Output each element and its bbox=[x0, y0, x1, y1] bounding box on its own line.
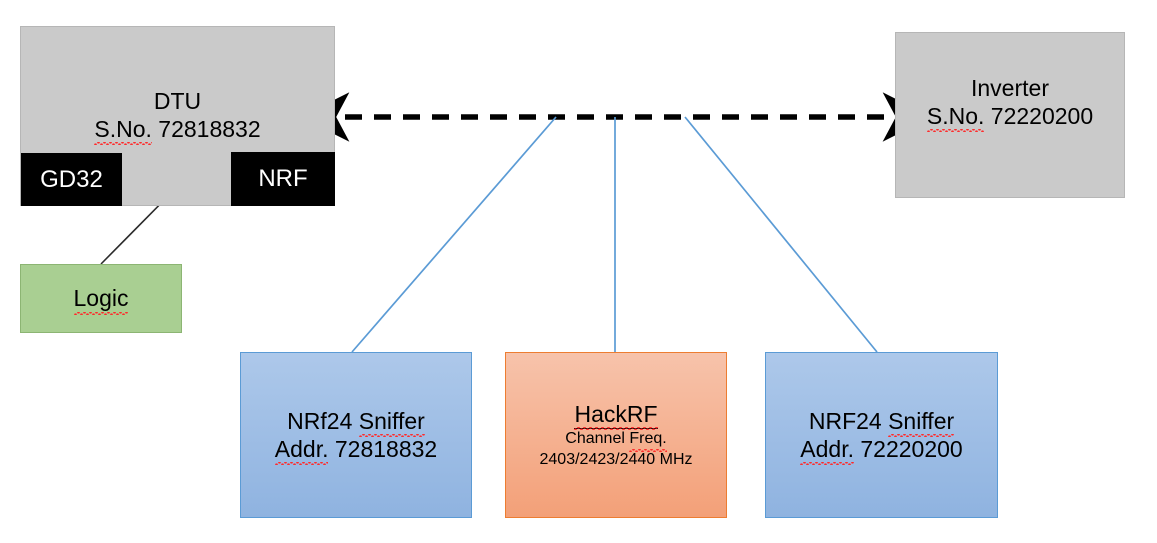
gd32-label: GD32 bbox=[40, 165, 103, 193]
dtu-serial-value: 72818832 bbox=[158, 116, 261, 143]
dtu-serial-prefix: S.No. bbox=[94, 116, 152, 146]
inverter-serial-value: 72220200 bbox=[990, 103, 1094, 129]
sniffer-left-box[interactable]: NRf24 Sniffer Addr. 72818832 bbox=[240, 352, 472, 518]
sniffer-left-title-word: Sniffer bbox=[358, 407, 425, 438]
hackrf-title: HackRF bbox=[574, 400, 658, 430]
dtu-title: DTU bbox=[153, 88, 202, 114]
sniffer-left-title: NRf24 Sniffer bbox=[287, 407, 425, 438]
gd32-chip-box[interactable]: GD32 bbox=[21, 153, 122, 206]
sniffer-left-addr-value: 72818832 bbox=[334, 436, 438, 462]
tap-line-sniffer-right bbox=[684, 116, 878, 353]
logic-label: Logic bbox=[73, 285, 129, 315]
inverter-device-box[interactable]: Inverter S.No. 72220200 bbox=[895, 32, 1125, 198]
nrf-chip-box[interactable]: NRF bbox=[231, 152, 335, 206]
sniffer-right-box[interactable]: NRF24 Sniffer Addr. 72220200 bbox=[765, 352, 998, 518]
nrf-label: NRF bbox=[258, 165, 308, 193]
sniffer-right-addr: Addr. 72220200 bbox=[800, 435, 963, 466]
hackrf-box[interactable]: HackRF Channel Freq. 2403/2423/2440 MHz bbox=[505, 352, 727, 518]
hackrf-channel-label: Channel Freq. bbox=[565, 429, 668, 452]
sniffer-right-title: NRF24 Sniffer bbox=[808, 407, 955, 438]
sniffer-right-addr-value: 72220200 bbox=[860, 436, 963, 462]
logic-analyzer-box[interactable]: Logic bbox=[20, 264, 182, 333]
dtu-serial: S.No. 72818832 bbox=[94, 115, 261, 146]
sniffer-left-addr-prefix: Addr. bbox=[274, 436, 329, 466]
sniffer-left-addr: Addr. 72818832 bbox=[274, 435, 438, 466]
sniffer-right-addr-prefix: Addr. bbox=[800, 436, 854, 466]
hackrf-freq-word: Freq. bbox=[629, 429, 668, 452]
inverter-serial-prefix: S.No. bbox=[926, 103, 985, 133]
tap-line-sniffer-left bbox=[351, 116, 557, 353]
inverter-serial: S.No. 72220200 bbox=[926, 102, 1094, 133]
inverter-title: Inverter bbox=[971, 74, 1049, 101]
sniffer-right-title-word: Sniffer bbox=[888, 407, 955, 438]
hackrf-frequencies: 2403/2423/2440 MHz bbox=[539, 450, 693, 468]
